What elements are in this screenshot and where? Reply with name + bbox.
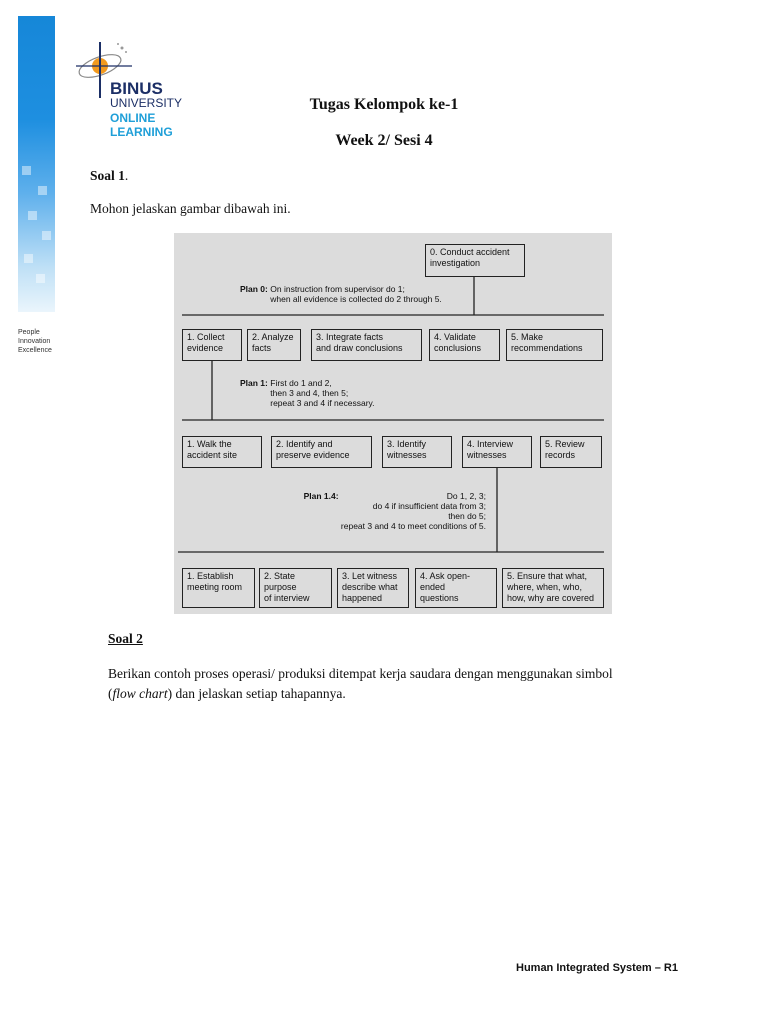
task-box-l2-5: 5. Review records: [540, 436, 602, 468]
logo-line-4: LEARNING: [110, 125, 173, 139]
task-box-l1-3: 3. Integrate facts and draw conclusions: [311, 329, 422, 361]
diagram-connectors: [178, 277, 604, 553]
plan-1-4-text: Do 1, 2, 3; do 4 if insufficient data fr…: [340, 491, 486, 531]
task-box-l3-4: 4. Ask open-ended questions: [415, 568, 497, 608]
soal-2-label: Soal 2: [108, 631, 143, 646]
task-box-l3-1: 1. Establish meeting room: [182, 568, 255, 608]
task-box-l3-3: 3. Let witness describe what happened: [337, 568, 409, 608]
task-box-root: 0. Conduct accident investigation: [425, 244, 525, 277]
task-box-l1-1: 1. Collect evidence: [182, 329, 242, 361]
binus-logo: [72, 38, 192, 140]
soal-1-label-text: Soal 1: [90, 168, 125, 183]
plan-1-4: Plan 1.4: Do 1, 2, 3; do 4 if insufficie…: [304, 491, 486, 531]
tagline: People Innovation Excellence: [18, 328, 52, 355]
task-box-l1-2: 2. Analyze facts: [247, 329, 301, 361]
page-subtitle-text: Week 2/ Sesi 4: [335, 132, 433, 149]
plan-0: Plan 0: On instruction from supervisor d…: [240, 284, 442, 304]
task-box-l3-2: 2. State purpose of interview: [259, 568, 332, 608]
soal-2-text: Berikan contoh proses operasi/ produksi …: [108, 664, 688, 704]
soal-2-text-part1: Berikan contoh proses operasi/ produksi …: [108, 666, 613, 681]
tagline-line: Innovation: [18, 338, 51, 345]
tagline-line: Excellence: [18, 347, 52, 354]
plan-1: Plan 1: First do 1 and 2, then 3 and 4, …: [240, 378, 375, 408]
logo-line-2: UNIVERSITY: [110, 96, 183, 110]
task-box-l2-3: 3. Identify witnesses: [382, 436, 452, 468]
soal-1-label: Soal 1.: [90, 168, 128, 184]
plan-1-label: Plan 1:: [240, 378, 268, 388]
brand-stripe: [18, 16, 55, 312]
logo-line-1: BINUS: [110, 79, 163, 98]
soal-2-paren: (: [108, 686, 113, 701]
task-box-l3-5: 5. Ensure that what, where, when, who, h…: [502, 568, 604, 608]
task-box-l2-1: 1. Walk the accident site: [182, 436, 262, 468]
page-footer: Human Integrated System – R1: [516, 962, 678, 974]
plan-0-label: Plan 0:: [240, 284, 268, 294]
soal-1-label-suffix: .: [124, 168, 129, 183]
page-title-text: Tugas Kelompok ke-1: [309, 96, 459, 113]
plan-0-text: On instruction from supervisor do 1; whe…: [270, 284, 442, 304]
task-box-l1-5: 5. Make recommendations: [506, 329, 603, 361]
page-title: Tugas Kelompok ke-1: [0, 96, 768, 114]
tagline-line: People: [18, 329, 40, 336]
task-box-l2-4: 4. Interview witnesses: [462, 436, 532, 468]
task-box-l1-4: 4. Validate conclusions: [429, 329, 500, 361]
logo-mark-icon: [76, 42, 132, 98]
soal-2-italic: flow chart: [112, 686, 168, 701]
task-box-l2-2: 2. Identify and preserve evidence: [271, 436, 372, 468]
soal-1-instruction: Mohon jelaskan gambar dibawah ini.: [90, 201, 291, 216]
plan-1-4-label: Plan 1.4:: [303, 491, 339, 501]
logo-line-3: ONLINE: [110, 111, 156, 125]
plan-1-text: First do 1 and 2, then 3 and 4, then 5; …: [270, 378, 375, 408]
page-subtitle: Week 2/ Sesi 4: [0, 132, 768, 150]
soal-2-text-part2: ) dan jelaskan setiap tahapannya.: [167, 686, 346, 701]
task-analysis-diagram: 0. Conduct accident investigation Plan 0…: [174, 233, 612, 614]
